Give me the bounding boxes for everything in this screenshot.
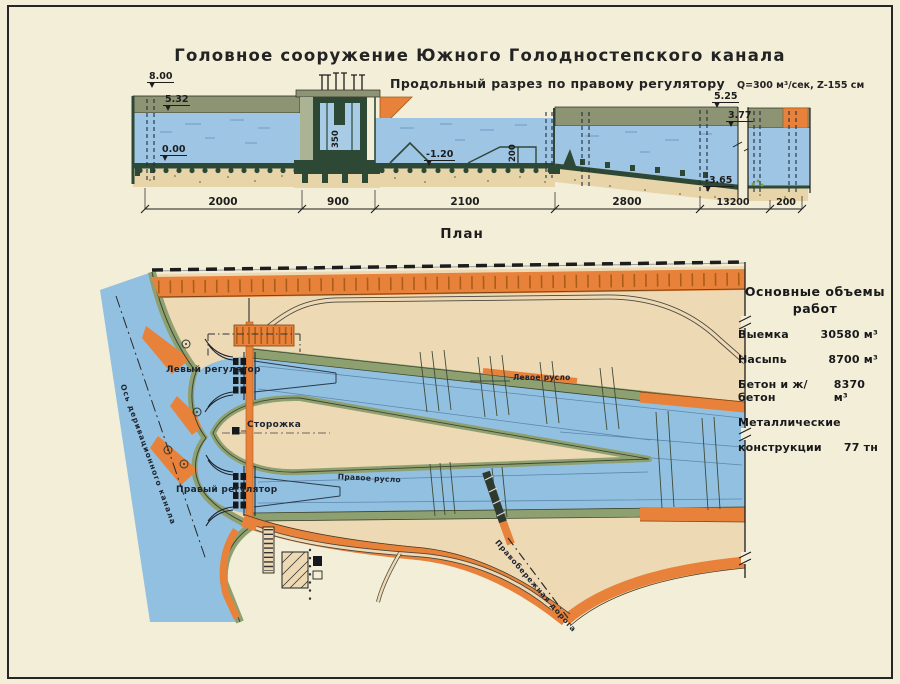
dim-200: 200 bbox=[776, 197, 796, 208]
legend-label: конструкции bbox=[738, 441, 822, 455]
legend-label: Металлические bbox=[738, 416, 841, 430]
label-left-channel: Левое русло bbox=[513, 373, 571, 382]
chute-height-dim: 200 bbox=[508, 144, 518, 162]
elevation-water-left: 5.32 bbox=[163, 94, 191, 111]
elevation-basin: -1.20 bbox=[424, 149, 456, 166]
section-subtitle: Продольный разрез по правому регулятору bbox=[390, 76, 726, 91]
legend-value: 8370 м³ bbox=[833, 378, 866, 405]
legend-row-metal-1: Металлические bbox=[738, 416, 892, 429]
elevation-bed-right: -3.65 bbox=[703, 175, 735, 192]
elevation-zero-left: 0.00 bbox=[160, 144, 188, 161]
elevation-water-right: 3.77 bbox=[726, 110, 754, 127]
legend-label: Насыпь bbox=[738, 353, 787, 367]
plan-drawing bbox=[100, 260, 752, 627]
legend-row-concrete: Бетон и ж/бетон 8370 м³ bbox=[738, 378, 892, 404]
plan-title: План bbox=[440, 226, 484, 242]
legend-value: 77 тн bbox=[843, 441, 878, 455]
dim-2000: 2000 bbox=[208, 196, 238, 208]
drawing-title: Головное сооружение Южного Голодностепск… bbox=[174, 46, 786, 65]
legend-label: Выемка bbox=[738, 328, 789, 342]
elevation-crest-right: 5.25 bbox=[712, 91, 740, 108]
legend-row-excavation: Выемка 30580 м³ bbox=[738, 328, 892, 341]
legend-row-fill: Насыпь 8700 м³ bbox=[738, 353, 892, 366]
dim-2800: 2800 bbox=[612, 196, 642, 208]
section-drawing bbox=[131, 72, 811, 214]
works-volume-legend: Основные объемы работ Выемка 30580 м³ На… bbox=[738, 283, 892, 454]
legend-label: Бетон и ж/бетон bbox=[738, 378, 808, 405]
gate-height-dim: 350 bbox=[331, 130, 341, 148]
dim-900: 900 bbox=[327, 196, 349, 208]
dim-2100: 2100 bbox=[450, 196, 480, 208]
legend-value: 8700 м³ bbox=[828, 353, 878, 367]
label-left-regulator: Левый регулятор bbox=[166, 365, 261, 375]
legend-value: 30580 м³ bbox=[820, 328, 878, 342]
legend-row-metal-2: конструкции 77 тн bbox=[738, 441, 892, 454]
elevation-crest-left: 8.00 bbox=[147, 71, 175, 88]
label-right-regulator: Правый регулятор bbox=[176, 485, 278, 495]
legend-title-line1: Основные объемы bbox=[744, 284, 886, 299]
label-guard-house: Сторожка bbox=[247, 420, 302, 430]
legend-title-line2: работ bbox=[792, 301, 838, 317]
flow-note: Q=300 м³/сек, Z-155 см bbox=[737, 80, 865, 91]
dim-13200: 13200 bbox=[716, 197, 750, 208]
